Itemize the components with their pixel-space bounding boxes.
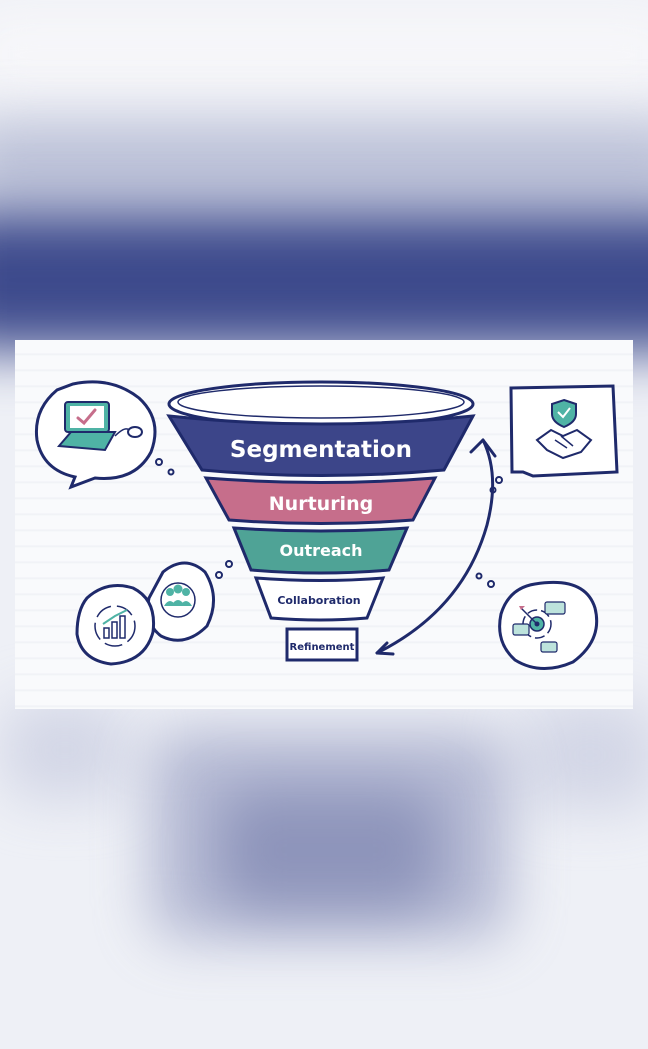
handshake-thought-bubble (489, 384, 619, 494)
funnel-diagram: Segmentation Nurturing Outreach Collabor… (34, 380, 619, 670)
funnel-diagram-panel: Segmentation Nurturing Outreach Collabor… (15, 340, 633, 709)
team-group-icon (160, 582, 196, 618)
funnel-stage-nurturing: Nurturing (203, 476, 438, 525)
target-thought-bubble (475, 572, 599, 670)
stage-label-collaboration: Collaboration (277, 594, 360, 607)
handshake-shield-icon (535, 398, 593, 460)
stage-label-nurturing: Nurturing (269, 493, 373, 515)
feedback-loop-arrow (375, 438, 497, 656)
target-chat-icon (512, 601, 566, 653)
funnel-stage-segmentation: Segmentation (166, 414, 476, 477)
funnel-rim (167, 380, 475, 428)
growth-chart-icon (94, 605, 136, 647)
stage-label-refinement: Refinement (290, 642, 355, 653)
laptop-thought-bubble (34, 380, 175, 490)
laptop-checkmark-icon (56, 401, 143, 452)
funnel-stage-refinement: Refinement (285, 627, 359, 662)
funnel-stage-collaboration: Collaboration (253, 576, 386, 622)
funnel-stage-outreach: Outreach (231, 526, 410, 575)
stage-label-segmentation: Segmentation (230, 437, 412, 463)
growth-team-thought-bubbles (75, 560, 233, 666)
stage-label-outreach: Outreach (279, 541, 362, 560)
